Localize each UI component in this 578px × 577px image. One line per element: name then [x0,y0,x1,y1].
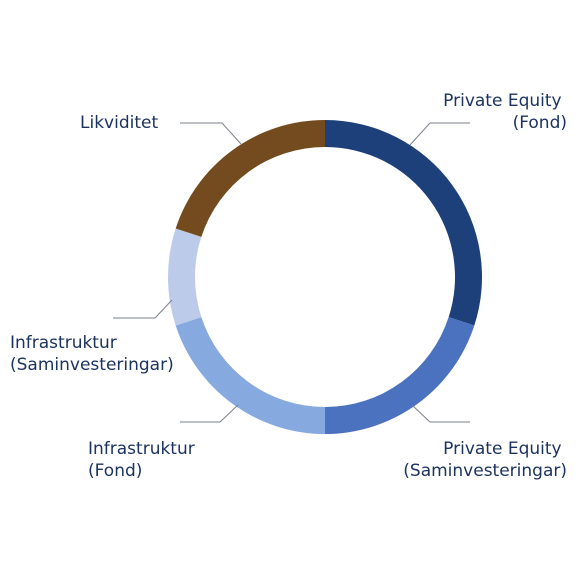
leader-infrastruktur-saminvesteringar [113,299,173,319]
slice-likviditet [175,120,325,237]
donut-slices [168,120,482,434]
leader-lines [113,122,470,423]
label-infrastruktur-saminvesteringar: Infrastruktur (Saminvesteringar) [10,333,174,375]
slice-infrastruktur-fond [175,317,325,434]
label-likviditet: Likviditet [80,113,158,133]
label-private-equity-saminvesteringar: Private Equity (Saminvesteringar) [403,439,567,481]
slice-infrastruktur-saminvesteringar [168,228,202,326]
leader-private-equity-saminvesteringar [411,404,470,423]
leader-likviditet [180,122,242,145]
label-infrastruktur-fond: Infrastruktur (Fond) [88,439,200,481]
leader-private-equity-fond [409,122,470,146]
leader-infrastruktur-fond [180,404,239,423]
slice-private-equity-fond [325,120,482,326]
slice-private-equity-saminvesteringar [325,317,475,434]
label-private-equity-fond: Private Equity (Fond) [443,91,567,133]
